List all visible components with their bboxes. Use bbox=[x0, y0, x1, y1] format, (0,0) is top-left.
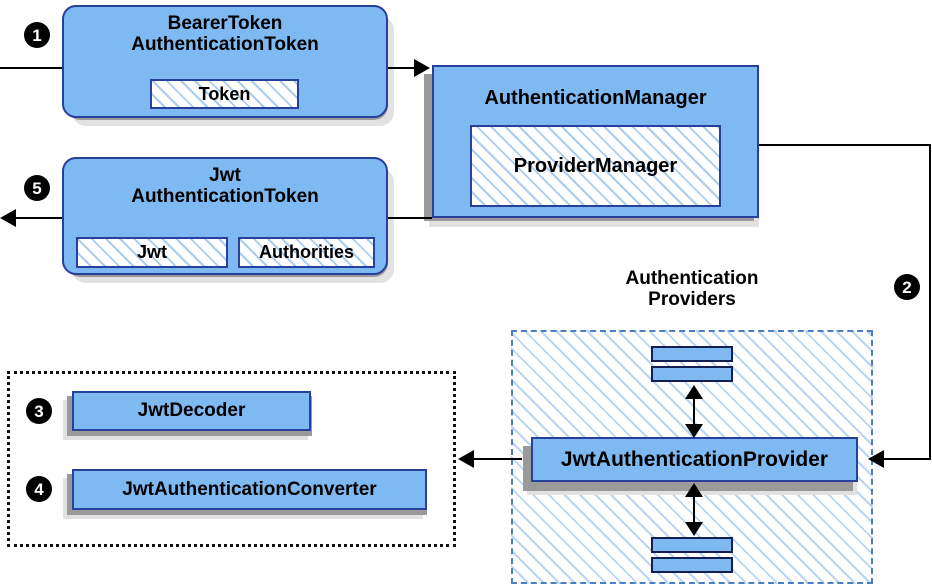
line-bearer-to-manager bbox=[388, 67, 428, 69]
line-manager-to-jwt-token bbox=[388, 217, 432, 219]
node-bearer-token-authentication-token[interactable]: BearerToken AuthenticationToken bbox=[62, 5, 388, 118]
node-jwt-authentication-converter[interactable]: JwtAuthenticationConverter bbox=[72, 469, 427, 510]
provider-placeholder-bar-1 bbox=[651, 346, 733, 362]
arrow-provider-link-up bbox=[685, 385, 703, 399]
authentication-providers-caption-line2: Providers bbox=[648, 289, 736, 311]
step-badge-2: 2 bbox=[894, 274, 920, 300]
step-badge-3: 3 bbox=[26, 398, 52, 424]
arrow-into-jwt-support-components bbox=[458, 450, 474, 468]
provider-placeholder-bar-4 bbox=[651, 557, 733, 573]
node-jwt-authentication-provider[interactable]: JwtAuthenticationProvider bbox=[531, 437, 858, 482]
jwt-token-title-line2: AuthenticationToken bbox=[131, 186, 319, 208]
jwt-authentication-converter-label: JwtAuthenticationConverter bbox=[122, 478, 377, 500]
provider-placeholder-bar-2 bbox=[651, 366, 733, 382]
authentication-manager-title: AuthenticationManager bbox=[484, 87, 707, 109]
arrow-provider-link-down bbox=[685, 424, 703, 438]
node-jwt-decoder[interactable]: JwtDecoder bbox=[72, 391, 311, 431]
arrow-response-out bbox=[0, 209, 16, 227]
jwt-token-inner-authorities-label: Authorities bbox=[258, 242, 354, 262]
jwt-token-title-line1: Jwt bbox=[209, 165, 241, 186]
jwt-token-inner-jwt[interactable]: Jwt bbox=[76, 237, 228, 268]
jwt-support-components-group bbox=[7, 371, 456, 547]
jwt-decoder-label: JwtDecoder bbox=[137, 400, 246, 422]
jwt-authentication-provider-label: JwtAuthenticationProvider bbox=[560, 447, 829, 471]
arrow-into-jwt-authentication-provider bbox=[868, 450, 884, 468]
arrow-provider-link2-up bbox=[685, 483, 703, 497]
step-badge-4: 4 bbox=[26, 476, 52, 502]
line-manager-to-provider-h2 bbox=[884, 458, 931, 460]
arrow-provider-link2-down bbox=[685, 522, 703, 536]
authentication-providers-caption-line1: Authentication bbox=[625, 268, 759, 289]
line-provider-down-link bbox=[693, 486, 695, 534]
line-request-in bbox=[0, 67, 64, 69]
step-badge-5: 5 bbox=[24, 175, 50, 201]
step-badge-1: 1 bbox=[24, 22, 50, 48]
bearer-token-inner-token[interactable]: Token bbox=[150, 79, 299, 109]
jwt-token-inner-jwt-label: Jwt bbox=[136, 242, 167, 262]
provider-placeholder-bar-3 bbox=[651, 537, 733, 553]
line-manager-to-provider-h1 bbox=[758, 144, 931, 146]
line-provider-to-components bbox=[474, 458, 522, 460]
arrow-bearer-to-manager bbox=[414, 59, 430, 77]
line-manager-to-provider-v bbox=[929, 144, 931, 459]
authentication-providers-caption: Authentication Providers bbox=[588, 268, 796, 311]
bearer-token-title-line1: BearerToken bbox=[167, 13, 283, 34]
line-response-out bbox=[4, 217, 64, 219]
bearer-token-inner-token-label: Token bbox=[198, 83, 251, 104]
provider-manager-label: ProviderManager bbox=[513, 154, 678, 177]
line-provider-up-link bbox=[693, 388, 695, 436]
bearer-token-title-line2: AuthenticationToken bbox=[131, 34, 319, 56]
jwt-token-inner-authorities[interactable]: Authorities bbox=[238, 237, 375, 268]
authentication-manager-inner-provider-manager[interactable]: ProviderManager bbox=[470, 125, 721, 207]
